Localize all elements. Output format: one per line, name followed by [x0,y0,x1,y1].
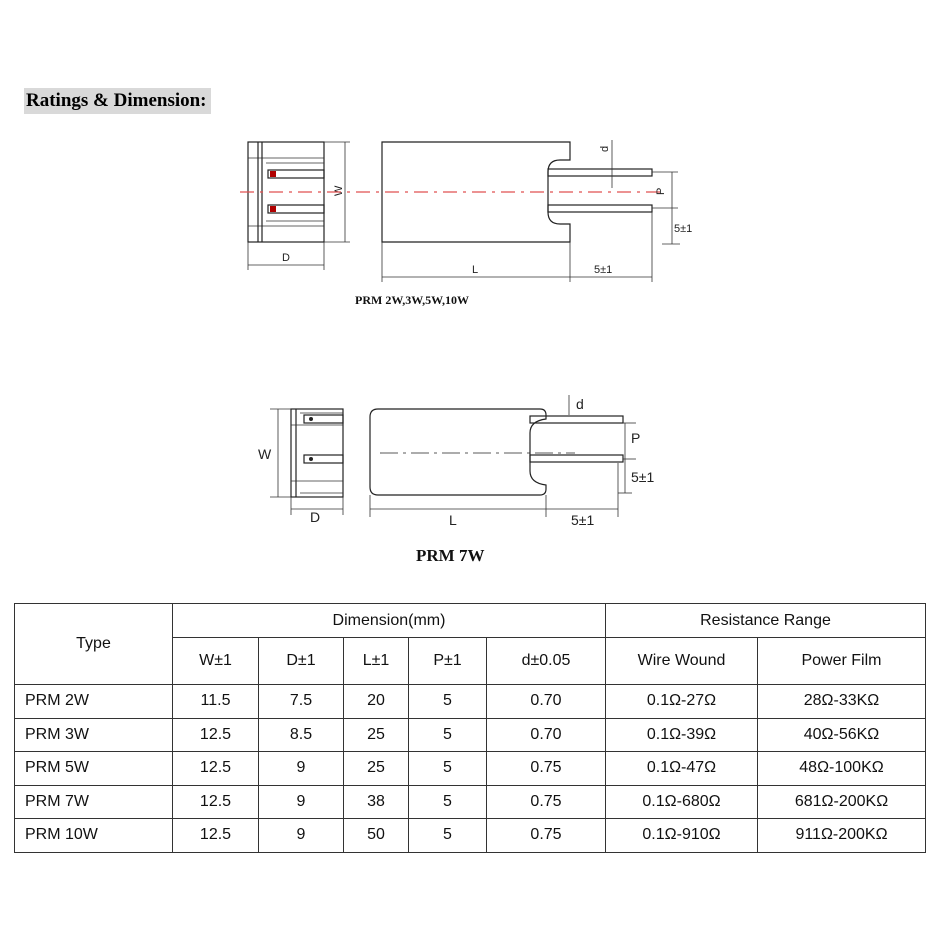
label-l: L [472,264,478,276]
cell-l: 20 [343,684,409,719]
cell-power-film: 911Ω-200KΩ [757,818,926,853]
col-header-wire-wound: Wire Wound [605,637,758,685]
label-w: W [333,185,345,196]
cell-p: 5 [408,684,487,719]
label-w-7w: W [258,446,272,462]
cell-p: 5 [408,818,487,853]
lead-slot-upper [267,169,325,179]
cell-p: 5 [408,717,487,752]
cell-w: 12.5 [172,784,259,819]
dimension-header: Dimension(mm) [172,603,606,638]
end-view-body-7w [290,408,344,498]
label-d-lead: d [599,146,611,152]
label-l-7w: L [449,512,457,528]
table-row: PRM 3W 12.5 8.5 25 5 0.70 0.1Ω-39Ω 40Ω-5… [14,717,926,752]
lead-marker-upper [270,171,276,177]
diagram-prm-2w-3w-5w-10w: W D d P 5±1 L 5±1 PRM 2W,3W,5W,10W [240,140,692,307]
cell-w: 12.5 [172,717,259,752]
end-view-body [247,141,325,243]
cell-wire-wound: 0.1Ω-39Ω [605,717,758,752]
cell-w: 11.5 [172,684,259,719]
col-header-l: L±1 [343,637,409,685]
cell-type: PRM 2W [14,684,173,719]
type-header: Type [14,603,173,685]
cell-l: 50 [343,818,409,853]
cell-wire-wound: 0.1Ω-47Ω [605,751,758,786]
cell-d: 9 [258,818,344,853]
lead-slot-upper-7w [303,414,344,424]
lead-marker-lower [270,206,276,212]
label-lead-5-vertical-7w: 5±1 [631,469,654,485]
spec-table: Type Dimension(mm) Resistance Range W±1 … [14,603,926,853]
lead-slot-lower [267,204,325,214]
cell-w: 12.5 [172,818,259,853]
col-header-d-lead: d±0.05 [486,637,606,685]
cell-p: 5 [408,784,487,819]
cell-d-lead: 0.70 [486,684,606,719]
diagram2-caption: PRM 7W [416,546,484,565]
cell-p: 5 [408,751,487,786]
cell-type: PRM 3W [14,717,173,752]
lead-slot-lower-7w [303,454,344,464]
lead-lower [547,204,653,213]
label-lead-5-horizontal: 5±1 [594,264,612,276]
label-lead-5-vertical: 5±1 [674,223,692,235]
cell-d-lead: 0.75 [486,818,606,853]
table-header-row-1: Type Dimension(mm) Resistance Range [14,603,926,685]
cell-wire-wound: 0.1Ω-680Ω [605,784,758,819]
lead-upper-7w [529,415,624,424]
table-row: PRM 2W 11.5 7.5 20 5 0.70 0.1Ω-27Ω 28Ω-3… [14,684,926,719]
cell-power-film: 40Ω-56KΩ [757,717,926,752]
cell-w: 12.5 [172,751,259,786]
cell-d: 9 [258,751,344,786]
table-row: PRM 7W 12.5 9 38 5 0.75 0.1Ω-680Ω 681Ω-2… [14,784,926,819]
label-d-lead-7w: d [576,396,584,412]
resistance-header: Resistance Range [605,603,926,638]
table-row: PRM 10W 12.5 9 50 5 0.75 0.1Ω-910Ω 911Ω-… [14,818,926,853]
cell-d: 7.5 [258,684,344,719]
cell-d-lead: 0.75 [486,751,606,786]
cell-d-lead: 0.75 [486,784,606,819]
cell-power-film: 48Ω-100KΩ [757,751,926,786]
cell-wire-wound: 0.1Ω-910Ω [605,818,758,853]
diagram1-caption: PRM 2W,3W,5W,10W [355,293,469,307]
label-d-depth: D [282,252,290,264]
col-header-w: W±1 [172,637,259,685]
cell-power-film: 681Ω-200KΩ [757,784,926,819]
lead-lower-7w [529,454,624,463]
cell-d: 9 [258,784,344,819]
lead-upper [547,168,653,177]
section-heading: Ratings & Dimension: [24,88,211,114]
cell-wire-wound: 0.1Ω-27Ω [605,684,758,719]
label-d-depth-7w: D [310,509,320,525]
cell-d-lead: 0.70 [486,717,606,752]
cell-type: PRM 5W [14,751,173,786]
col-header-d: D±1 [258,637,344,685]
label-lead-5-horizontal-7w: 5±1 [571,512,594,528]
cell-l: 38 [343,784,409,819]
table-header-row-2: W±1 D±1 L±1 P±1 d±0.05 Wire Wound Power … [15,637,926,685]
label-p-7w: P [631,430,640,446]
table-row: PRM 5W 12.5 9 25 5 0.75 0.1Ω-47Ω 48Ω-100… [14,751,926,786]
cell-type: PRM 7W [14,784,173,819]
side-view-body-7w [369,408,547,496]
cell-l: 25 [343,717,409,752]
cell-l: 25 [343,751,409,786]
cell-d: 8.5 [258,717,344,752]
col-header-p: P±1 [408,637,487,685]
col-header-power-film: Power Film [757,637,926,685]
cell-type: PRM 10W [14,818,173,853]
diagram-prm-7w: W D d P 5±1 L 5±1 PRM 7W [258,395,654,565]
label-p: P [655,188,667,195]
cell-power-film: 28Ω-33KΩ [757,684,926,719]
